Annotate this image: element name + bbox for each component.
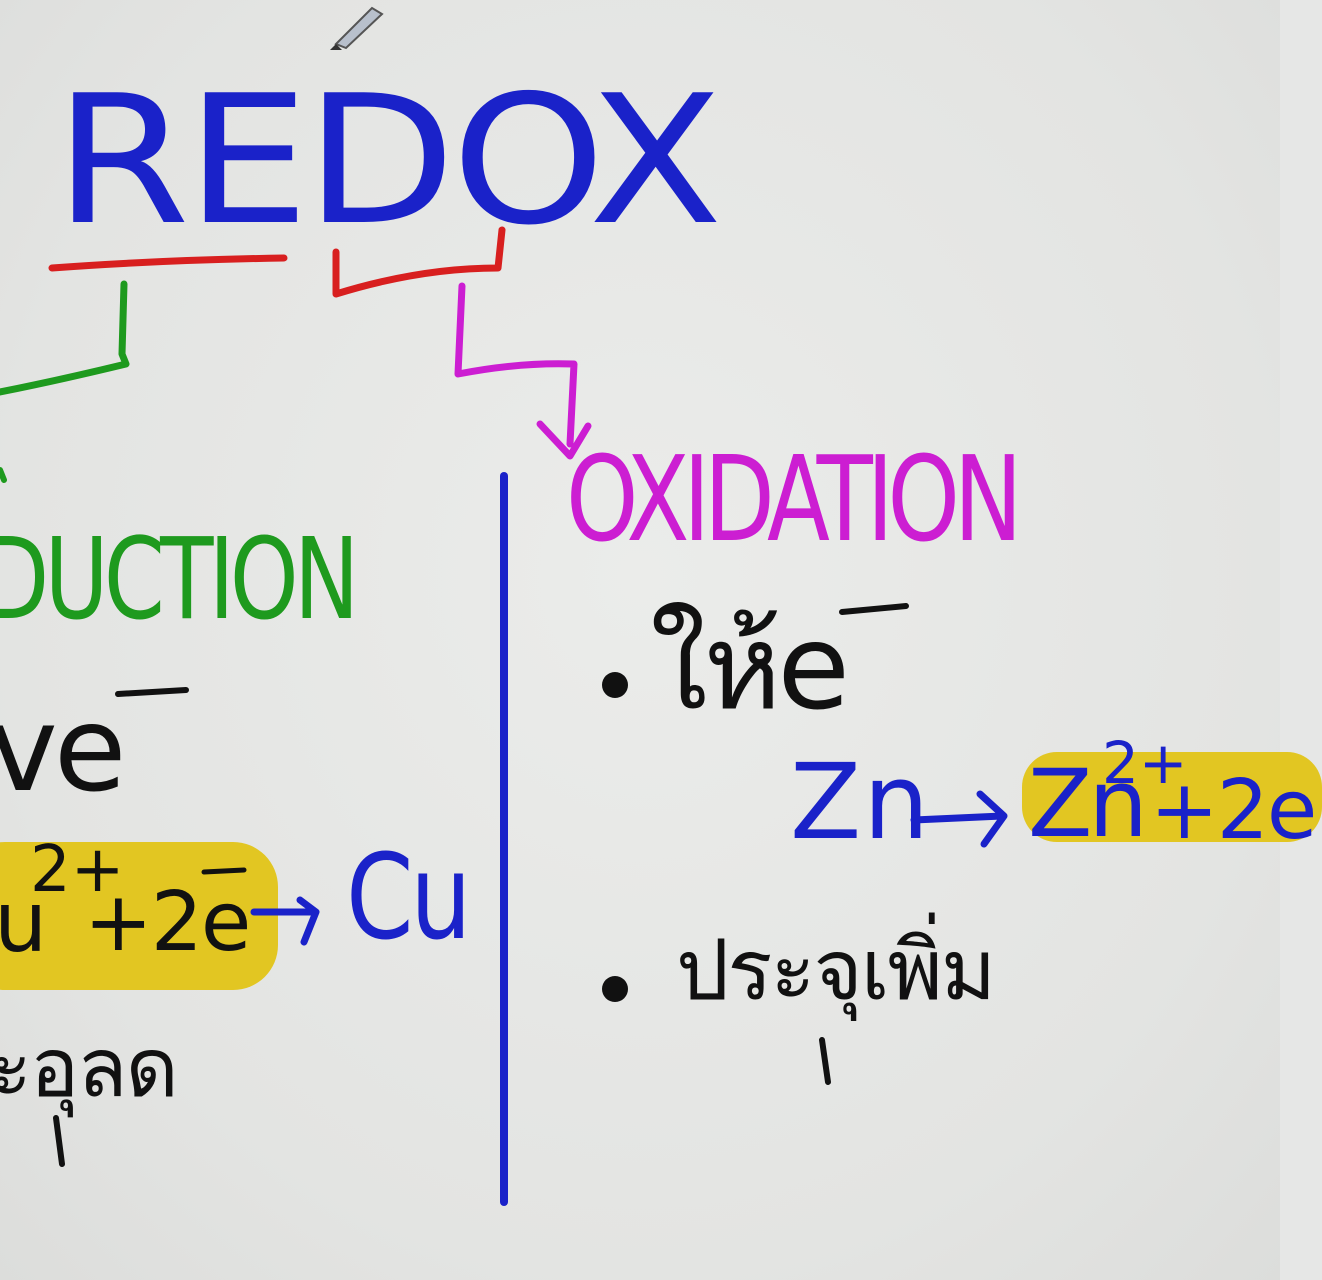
reduction-reaction-electrons: +2e [84,875,251,970]
bullet-dot-icon [602,672,628,698]
oxidation-state-label: ประจุเพิ่ม [676,921,996,1019]
reduction-electron-bar [115,687,189,697]
bullet-dot-icon [602,976,628,1002]
oxidation-reaction-ion: Zn [1028,750,1148,859]
reduction-reaction-charge: 2+ [30,833,125,907]
reduction-reaction-product: Cu [346,828,472,966]
reduction-heading: DUCTION [0,515,359,645]
reduction-highlight [0,842,278,990]
oxidation-reaction-reactant: Zn [790,741,932,863]
oxidation-highlight [1022,752,1322,842]
oxidation-electron-bar [839,603,909,615]
oxidation-thai-tail [819,1037,831,1085]
oxidation-reaction-electrons: +2e [1150,763,1317,858]
green-tick [0,467,7,483]
magenta-connector [454,282,578,448]
oxidation-reaction-charge: 2+ [1102,729,1188,797]
oxidation-heading: OXIDATION [566,430,1023,568]
reduction-reaction-left: u [0,873,48,971]
redox-title: REDOX [54,57,723,264]
reduction-state-label: ะอุลด [0,1021,179,1116]
reduction-gain-label: ve [0,680,126,818]
green-connector [0,280,130,396]
oxidation-give-label: ให้e [650,598,850,736]
reduction-thai-tail [53,1115,65,1167]
marker-pen-icon [330,6,384,50]
